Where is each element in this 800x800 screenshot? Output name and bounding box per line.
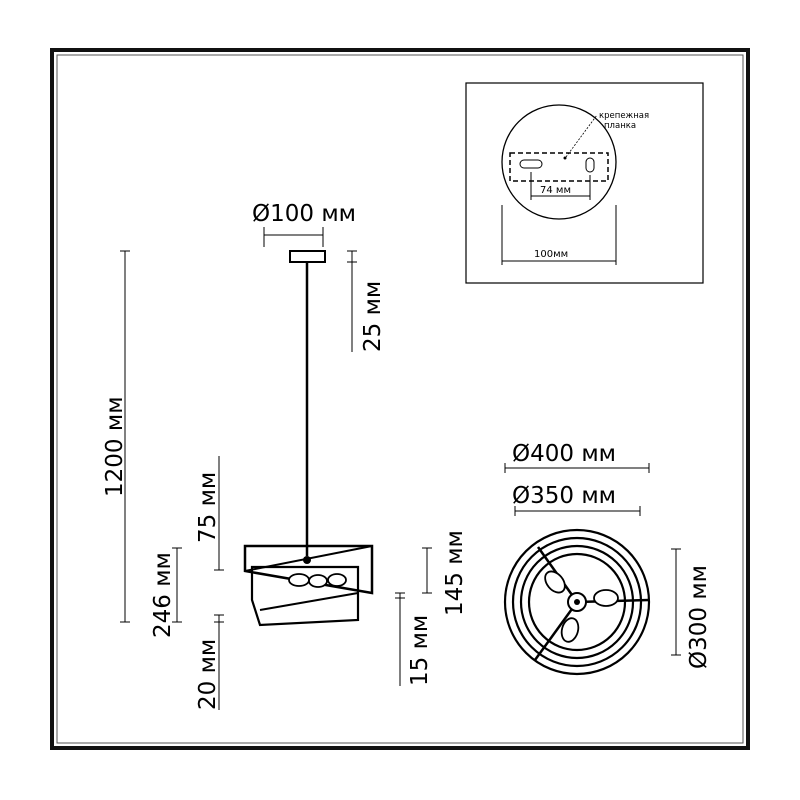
bottom-view-dims: Ø400 мм Ø350 мм Ø300 мм (504, 441, 712, 669)
base-diameter-label: 100мм (534, 249, 568, 260)
lamp-bottom-view (503, 528, 651, 676)
bulb-right (327, 573, 347, 587)
ring-outer (503, 528, 651, 676)
bottom-hub-center (574, 599, 580, 605)
canopy-base-circle (501, 104, 617, 220)
bottom-offset-label: 20 мм (195, 639, 221, 710)
total-height-dim: 1200 мм (102, 250, 130, 623)
upper-part-dim: 75 мм (195, 456, 224, 571)
canopy-height-label: 25 мм (360, 281, 386, 352)
bracket-slot-left (519, 159, 543, 169)
ring-2 (511, 536, 643, 668)
bottom-bulb-3 (560, 617, 580, 643)
hole-spacing-label: 74 мм (540, 185, 571, 196)
inner-shade (250, 565, 360, 627)
shade-height-dim: 246 мм (150, 547, 182, 638)
inner-height-dim: 145 мм (422, 530, 468, 616)
total-height-label: 1200 мм (102, 396, 128, 497)
spoke-lower-left (533, 601, 579, 661)
canopy-diameter-dim: Ø100 мм (252, 201, 356, 247)
outer-diameter-label: Ø400 мм (512, 441, 616, 467)
inner-frame (56, 54, 744, 744)
lamp-front-view (243, 250, 374, 627)
bulb-middle (308, 574, 328, 588)
mounting-bracket (509, 152, 609, 182)
canopy-height-dim: 25 мм (347, 250, 386, 352)
bottom-bulb-2 (593, 589, 619, 607)
shade-height-label: 246 мм (150, 552, 176, 638)
detail-box (465, 82, 704, 284)
bracket-center-point (563, 156, 567, 160)
shade-diagonal-bottom (259, 592, 359, 611)
bracket-label-line1: крепежная (599, 111, 649, 121)
bracket-leader-line (565, 114, 598, 158)
bracket-label-line2: планка (604, 121, 636, 131)
canopy-diameter-label: Ø100 мм (252, 201, 356, 227)
bottom-bulb-1 (544, 570, 566, 594)
inner-diameter-label: Ø300 мм (686, 565, 712, 669)
bracket-slot-right (585, 157, 595, 173)
bottom-offset-dim: 20 мм (195, 614, 224, 710)
inner-height-label: 145 мм (442, 530, 468, 616)
middle-diameter-label: Ø350 мм (512, 483, 616, 509)
bulb-left (288, 573, 310, 587)
socket-hub (303, 556, 311, 564)
outer-shade (243, 544, 374, 595)
inner-offset-label: 15 мм (407, 615, 433, 686)
ring-inner (527, 552, 627, 652)
canopy (289, 250, 326, 263)
mount-detail: крепежная планка 74 мм 100мм (465, 82, 704, 284)
inner-offset-dim: 15 мм (395, 592, 433, 686)
ring-3 (519, 544, 635, 660)
upper-part-label: 75 мм (195, 472, 221, 543)
outer-frame (50, 48, 750, 750)
